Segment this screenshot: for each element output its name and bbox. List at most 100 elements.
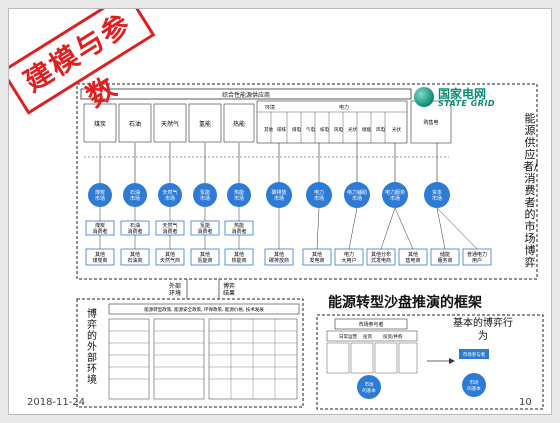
svg-text:碳排: 碳排 [277,126,286,133]
svg-text:消费者: 消费者 [92,228,107,235]
svg-text:电力: 电力 [314,189,324,196]
svg-text:电力服务: 电力服务 [385,189,405,196]
svg-text:煤炭: 煤炭 [94,120,106,128]
svg-text:服务商: 服务商 [437,257,452,264]
svg-text:消费者: 消费者 [231,228,246,235]
svg-text:风电: 风电 [376,126,385,133]
svg-text:核电: 核电 [320,126,329,133]
svg-text:市场: 市场 [390,195,400,202]
svg-text:市场: 市场 [200,195,210,202]
svg-text:煤炭: 煤炭 [95,222,105,229]
svg-text:市场: 市场 [365,381,374,388]
svg-text:其他: 其他 [408,251,418,258]
supplier-header: 综合性能源供应商 [222,91,270,99]
svg-text:天然气: 天然气 [162,222,177,229]
svg-text:环境: 环境 [265,104,275,111]
svg-text:消费者: 消费者 [162,228,177,235]
globe-icon [414,87,434,107]
svg-text:氢能: 氢能 [200,189,210,196]
svg-text:其他: 其他 [264,126,273,133]
svg-text:热能商: 热能商 [231,257,246,264]
left-vertical-label: 博弈的外部环境 [87,309,97,386]
svg-text:市场: 市场 [274,195,284,202]
state-grid-logo: 国家电网 STATE GRID [414,85,506,111]
svg-text:售电商: 售电商 [405,257,420,264]
svg-text:其他: 其他 [312,251,322,258]
svg-text:资本: 资本 [432,189,442,196]
svg-text:市场: 市场 [352,195,362,202]
svg-text:市场: 市场 [432,195,442,202]
logo-en: STATE GRID [438,99,496,108]
svg-text:储能: 储能 [440,251,450,258]
svg-text:消费者: 消费者 [127,228,142,235]
svg-text:用户: 用户 [472,257,482,264]
svg-text:气电: 气电 [306,126,315,133]
svg-text:煤炭: 煤炭 [95,189,105,196]
svg-text:市场: 市场 [314,195,324,202]
svg-text:的基本: 的基本 [467,385,481,392]
svg-text:博弈: 博弈 [223,282,235,290]
svg-text:发电商: 发电商 [309,257,324,264]
svg-text:普通电力: 普通电力 [467,251,487,258]
fuel-boxes: 煤炭 石油 天然气 氢能 热能 [83,103,255,143]
svg-text:大用户: 大用户 [341,257,356,264]
svg-text:其他: 其他 [274,251,284,258]
slide: 综合性能源供应商 煤炭 石油 天然气 氢能 热能 环境 电力 其他 碳排 煤电 … [8,8,552,415]
svg-text:碳排放: 碳排放 [271,189,286,196]
svg-text:煤电: 煤电 [292,126,301,133]
svg-text:天然气商: 天然气商 [160,257,180,264]
svg-text:光伏: 光伏 [392,126,401,133]
svg-text:市场: 市场 [95,195,105,202]
svg-text:氢能商: 氢能商 [197,257,212,264]
svg-text:石油: 石油 [129,120,141,128]
svg-text:购售电: 购售电 [423,119,438,126]
svg-text:其他: 其他 [95,251,105,258]
svg-text:储能: 储能 [362,126,371,133]
svg-text:电力辅助: 电力辅助 [347,189,367,196]
svg-text:石油: 石油 [130,222,140,229]
svg-text:光伏: 光伏 [348,126,357,133]
svg-text:电力: 电力 [344,251,354,258]
svg-text:风电: 风电 [334,126,343,133]
svg-text:日常运营: 日常运营 [339,333,357,340]
svg-text:市场: 市场 [470,379,479,386]
svg-text:能源转型政策, 能源安全政策, 环保政策, 能源价格, 技术: 能源转型政策, 能源安全政策, 环保政策, 能源价格, 技术发展 [144,306,264,313]
svg-text:市场: 市场 [130,195,140,202]
svg-text:氢能: 氢能 [199,120,211,128]
svg-text:消费者: 消费者 [197,228,212,235]
svg-text:结果: 结果 [223,289,235,297]
svg-text:市场: 市场 [165,195,175,202]
svg-text:其他: 其他 [130,251,140,258]
svg-text:石油商: 石油商 [127,257,142,264]
svg-text:环境: 环境 [169,289,181,297]
svg-text:其他分布: 其他分布 [371,251,391,258]
svg-text:碳排放商: 碳排放商 [269,257,289,264]
game-behavior-label: 基本的博弈行为 [453,318,513,342]
svg-text:热能: 热能 [234,222,244,229]
svg-text:市场: 市场 [234,195,244,202]
logo-cn: 国家电网 [438,87,487,101]
svg-text:其他: 其他 [234,251,244,258]
side-title: 能源供应者/消费者的市场博弈 [523,112,538,269]
svg-text:石油: 石油 [130,189,140,196]
svg-text:的基本: 的基本 [362,387,376,394]
svg-text:热能: 热能 [233,120,245,128]
svg-text:电力: 电力 [339,104,349,111]
slide-title: 能源转型沙盘推演的框架 [328,295,482,311]
svg-text:天然气: 天然气 [161,120,179,128]
svg-text:氢能: 氢能 [200,222,210,229]
footer-date: 2018-11-24 [27,397,86,408]
page-number: 10 [519,397,532,408]
svg-text:其他: 其他 [165,251,175,258]
behavior-label: 市场参与者 [463,351,486,358]
svg-text:煤炭商: 煤炭商 [92,257,107,264]
svg-text:外部: 外部 [169,282,181,290]
framework-diagram: 综合性能源供应商 煤炭 石油 天然气 氢能 热能 环境 电力 其他 碳排 煤电 … [76,83,544,410]
svg-text:热能: 热能 [234,189,244,196]
svg-text:投资/并购: 投资/并购 [383,333,403,340]
svg-text:市场参与者: 市场参与者 [358,321,383,328]
svg-text:天然气: 天然气 [162,189,177,196]
svg-text:其他: 其他 [200,251,210,258]
